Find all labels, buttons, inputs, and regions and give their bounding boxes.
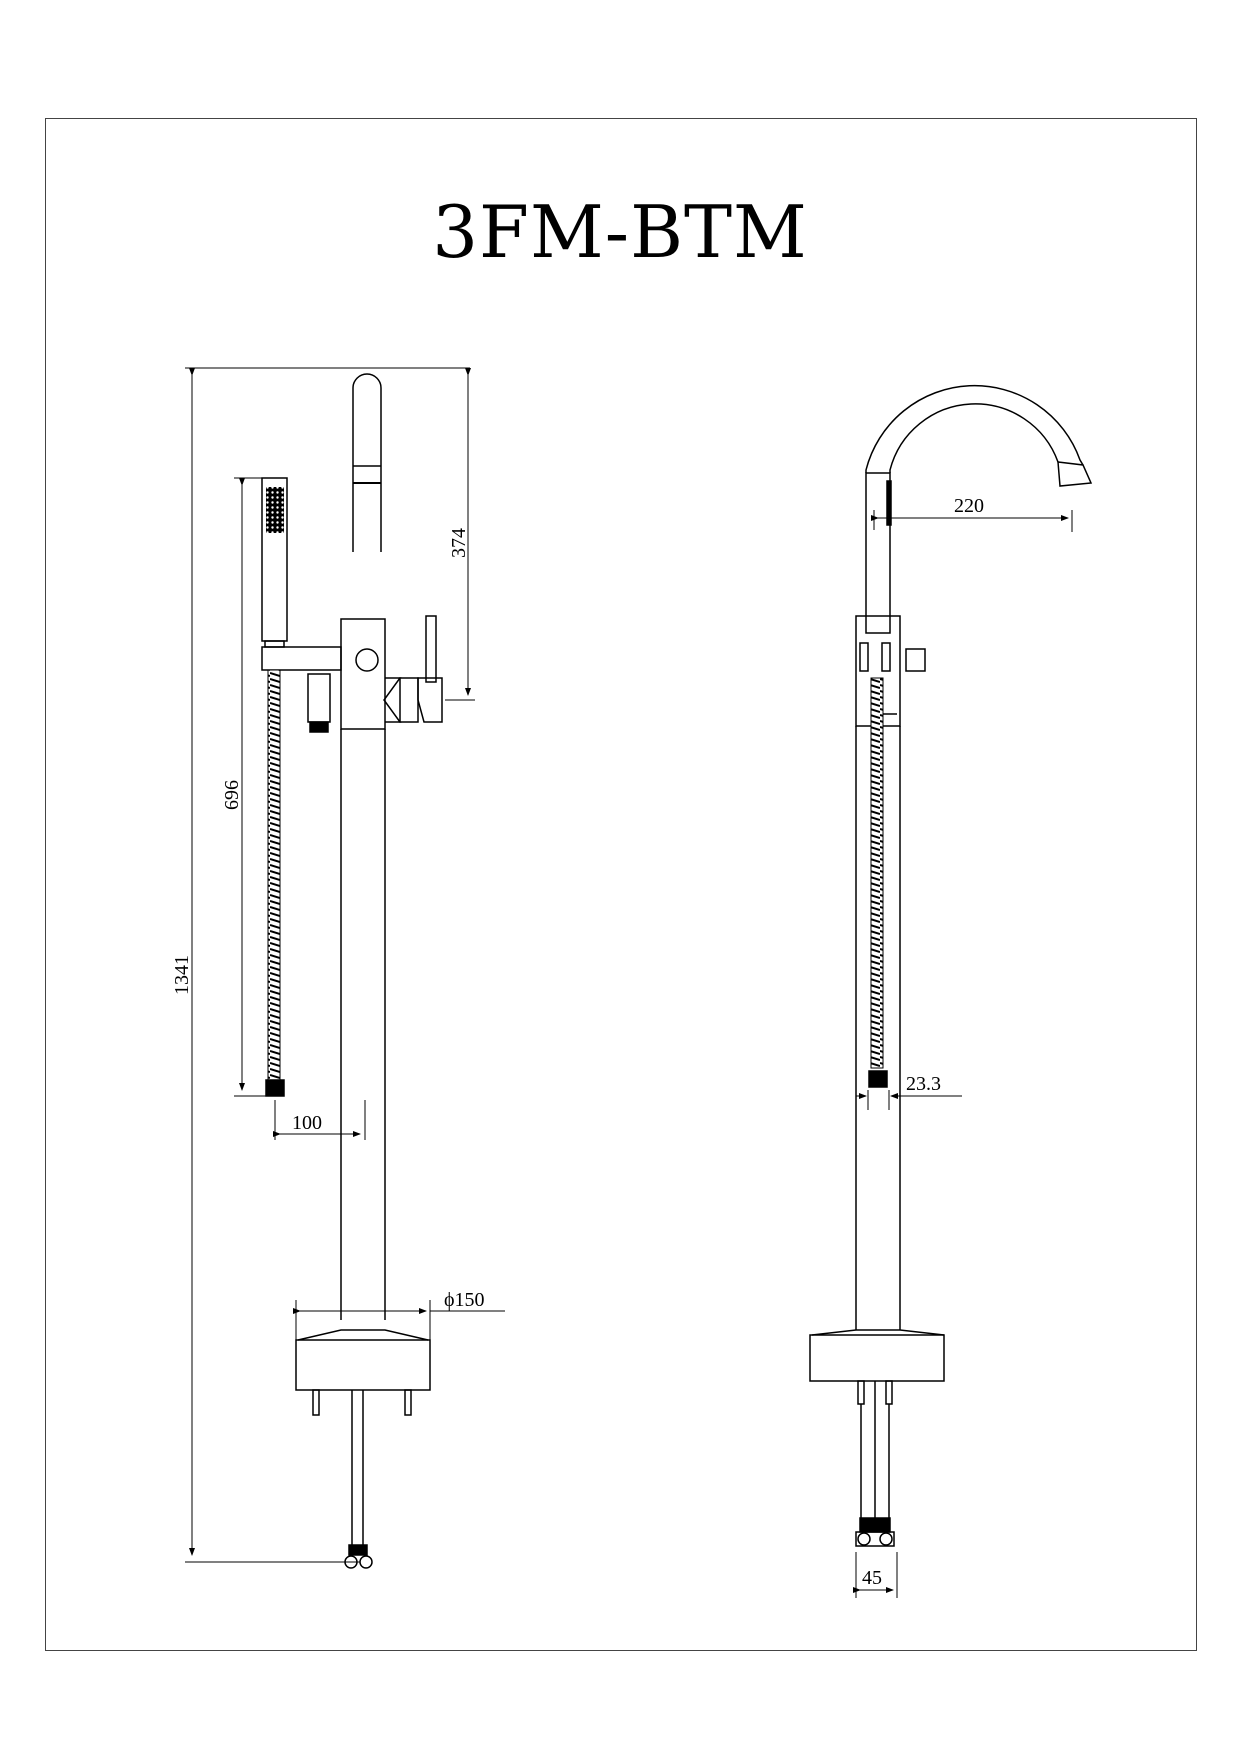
- front-view: [261, 373, 443, 1569]
- drawing-frame: [45, 118, 1197, 1651]
- dim-spout-reach: 220: [954, 495, 984, 517]
- dim-hose-connector: 23.3: [906, 1073, 941, 1095]
- riser-upper: [352, 373, 382, 552]
- dim-inlet-width: 45: [862, 1567, 882, 1589]
- hose-nut: [265, 1079, 285, 1097]
- side-view: [809, 384, 1093, 1547]
- dim-spout-height: 374: [448, 528, 470, 558]
- side-knob: [905, 648, 926, 672]
- spout-inner: [889, 403, 1059, 473]
- spray-face: [266, 487, 284, 533]
- floor-base: [295, 1339, 431, 1391]
- lever-handle: [425, 615, 437, 683]
- diverter-knob: [355, 648, 379, 672]
- mixer-body: [340, 618, 386, 730]
- dim-base-diameter: ϕ150: [444, 1289, 485, 1311]
- shower-hose: [267, 669, 281, 1081]
- spout-outer: [865, 384, 1084, 473]
- model-title: 3FM-BTM: [432, 190, 808, 274]
- dim-handshower-offset: 100: [292, 1112, 322, 1134]
- dim-overall-height: 1341: [171, 955, 193, 995]
- dim-hose-length: 696: [221, 780, 243, 810]
